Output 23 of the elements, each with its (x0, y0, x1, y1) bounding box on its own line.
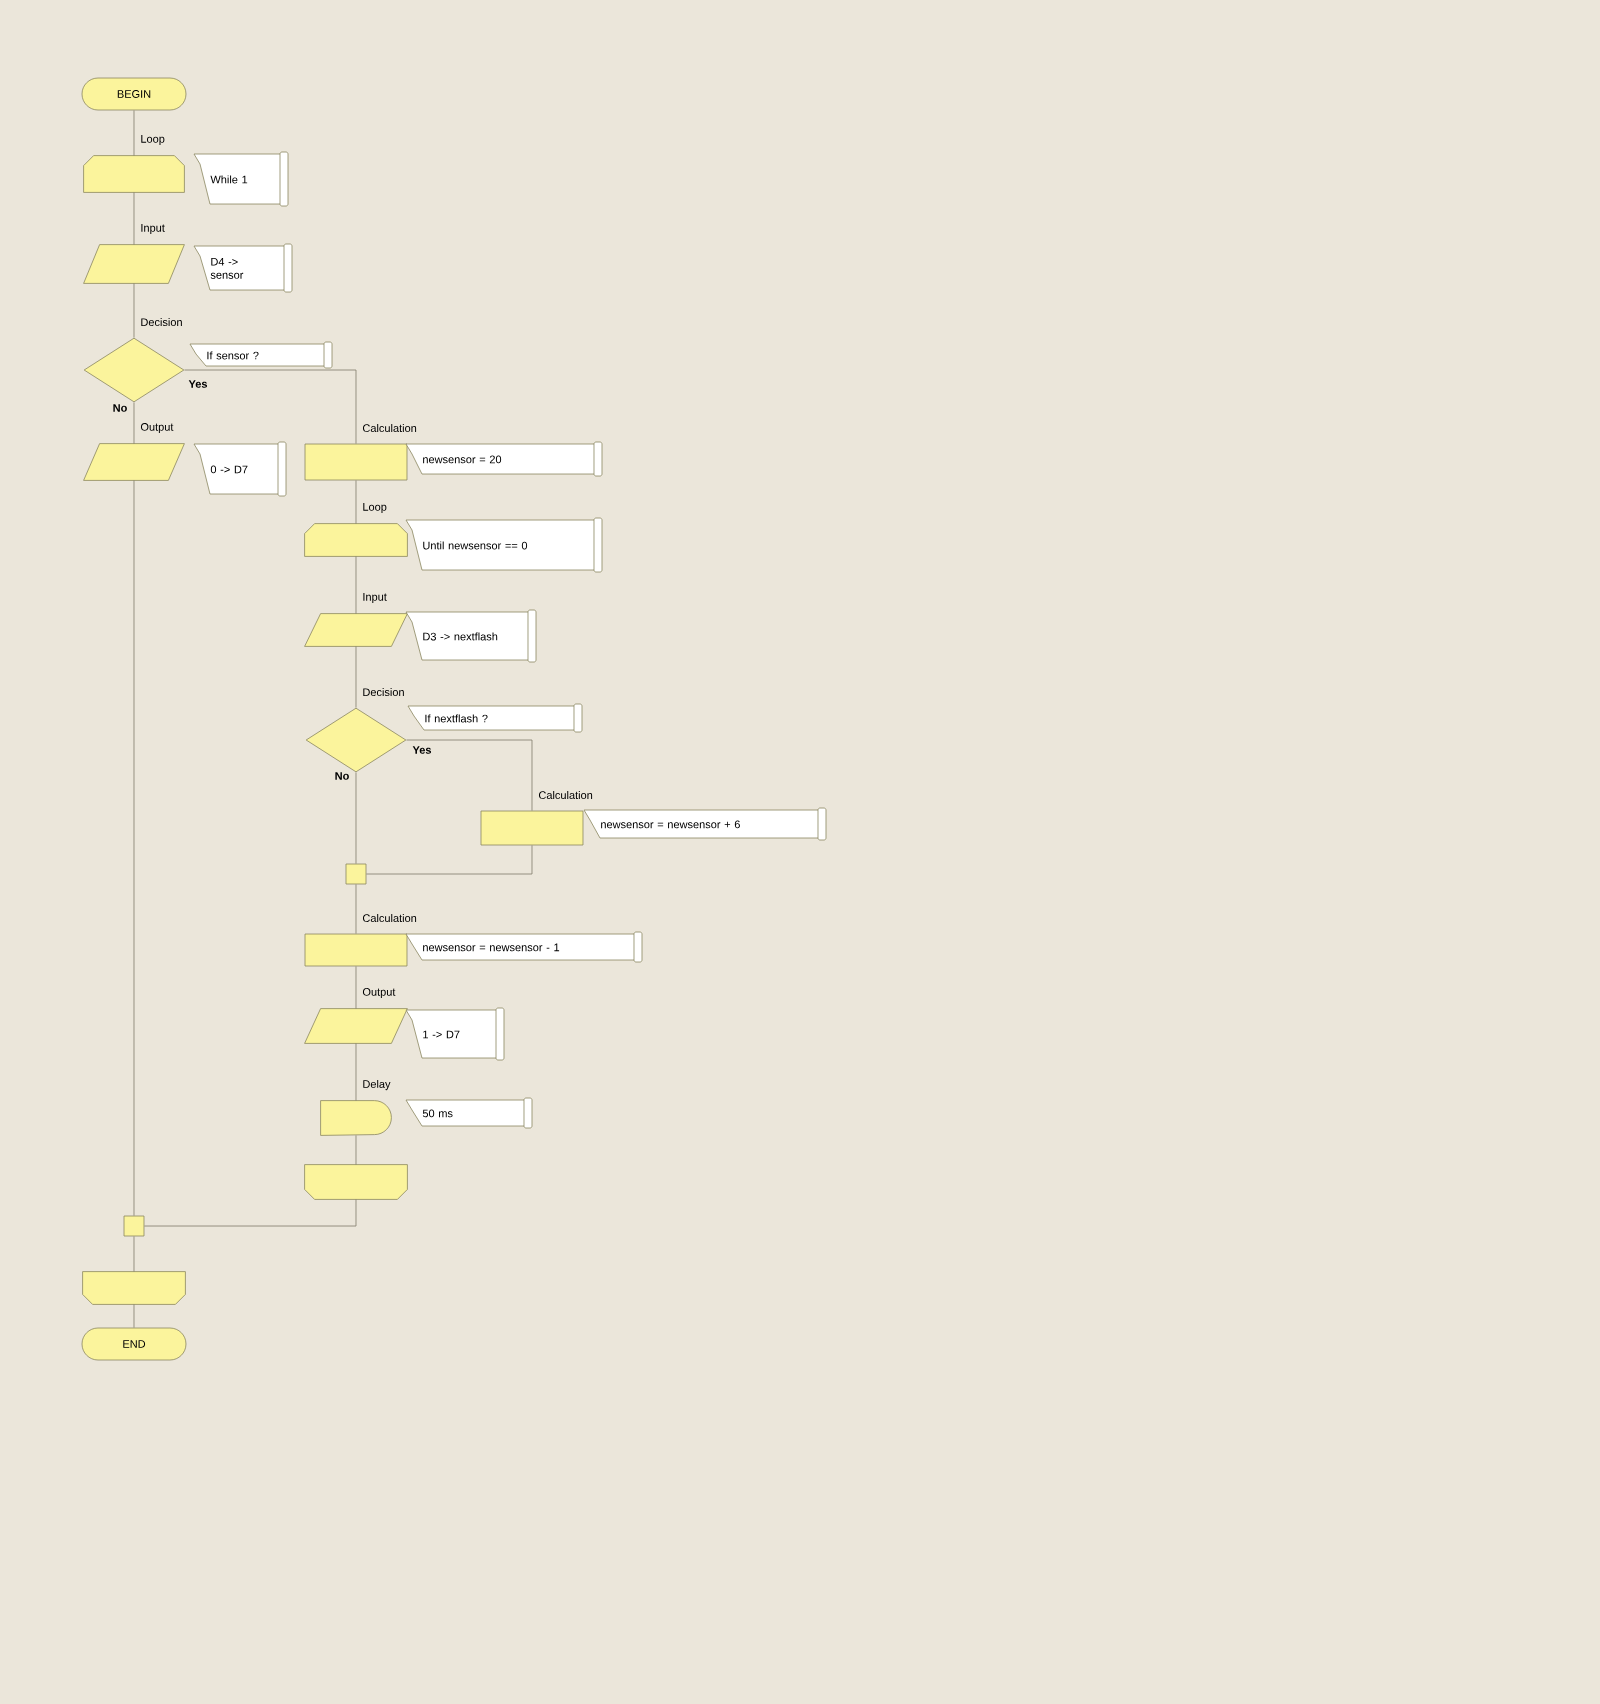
connector (133, 192, 135, 245)
connector (355, 772, 357, 864)
connector (366, 845, 533, 875)
loop-end-box (82, 1271, 186, 1305)
connector (184, 369, 357, 444)
junction-box (123, 1215, 145, 1237)
connector (133, 402, 135, 444)
connector (133, 283, 135, 338)
connector (355, 1043, 357, 1101)
connector (355, 1135, 357, 1165)
loop-end-box (304, 1164, 408, 1200)
connector (355, 966, 357, 1009)
connector (355, 646, 357, 708)
connector (133, 480, 135, 1216)
connector (133, 1236, 135, 1272)
connector (355, 556, 357, 614)
connector (133, 1304, 135, 1328)
connector (355, 884, 357, 934)
connector (144, 1199, 357, 1227)
connector (406, 739, 533, 811)
connector (133, 110, 135, 156)
junction-box (345, 863, 367, 885)
connector (355, 480, 357, 524)
